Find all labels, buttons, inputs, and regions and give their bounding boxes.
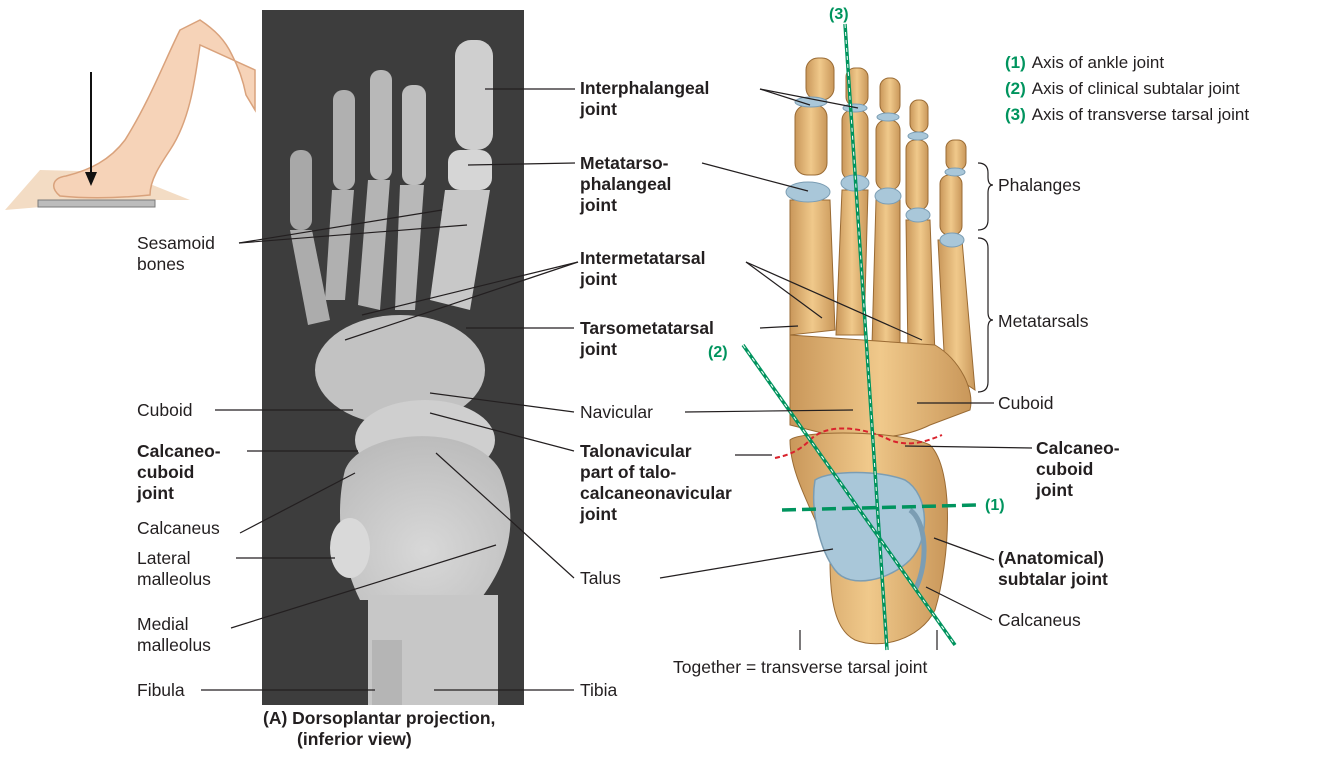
legend-item-1: (1) Axis of ankle joint xyxy=(1005,52,1164,74)
label-together-note: Together = transverse tarsal joint xyxy=(673,657,927,678)
metatarsals-brace xyxy=(978,238,993,392)
axis-3-marker: (3) xyxy=(829,6,849,24)
legend-number: (3) xyxy=(1005,105,1026,124)
legend-text: Axis of clinical subtalar joint xyxy=(1032,79,1240,98)
legend-item-3: (3) Axis of transverse tarsal joint xyxy=(1005,104,1249,126)
legend-text: Axis of ankle joint xyxy=(1032,53,1164,72)
axis-1-marker: (1) xyxy=(985,497,1005,515)
label-fibula: Fibula xyxy=(137,680,185,701)
label-cuboid-foot: Cuboid xyxy=(998,393,1053,414)
label-navicular: Navicular xyxy=(580,402,653,423)
label-metatarsals: Metatarsals xyxy=(998,311,1088,332)
leg-positioning-illustration xyxy=(5,20,255,210)
label-anatomical-subtalar-joint: (Anatomical)subtalar joint xyxy=(998,548,1108,590)
label-calcaneus-foot: Calcaneus xyxy=(998,610,1081,631)
label-phalanges: Phalanges xyxy=(998,175,1081,196)
label-cuboid-xray: Cuboid xyxy=(137,400,192,421)
legend-text: Axis of transverse tarsal joint xyxy=(1032,105,1249,124)
braces xyxy=(978,163,993,392)
figure-caption: (A) Dorsoplantar projection,(inferior vi… xyxy=(263,708,495,750)
legend-number: (2) xyxy=(1005,79,1026,98)
label-calcaneus-xray: Calcaneus xyxy=(137,518,220,539)
foot-bones-illustration xyxy=(775,58,975,644)
legend-number: (1) xyxy=(1005,53,1026,72)
xray-image xyxy=(262,10,524,705)
label-tibia: Tibia xyxy=(580,680,617,701)
label-talus: Talus xyxy=(580,568,621,589)
phalanges-brace xyxy=(978,163,993,230)
legend-item-2: (2) Axis of clinical subtalar joint xyxy=(1005,78,1240,100)
